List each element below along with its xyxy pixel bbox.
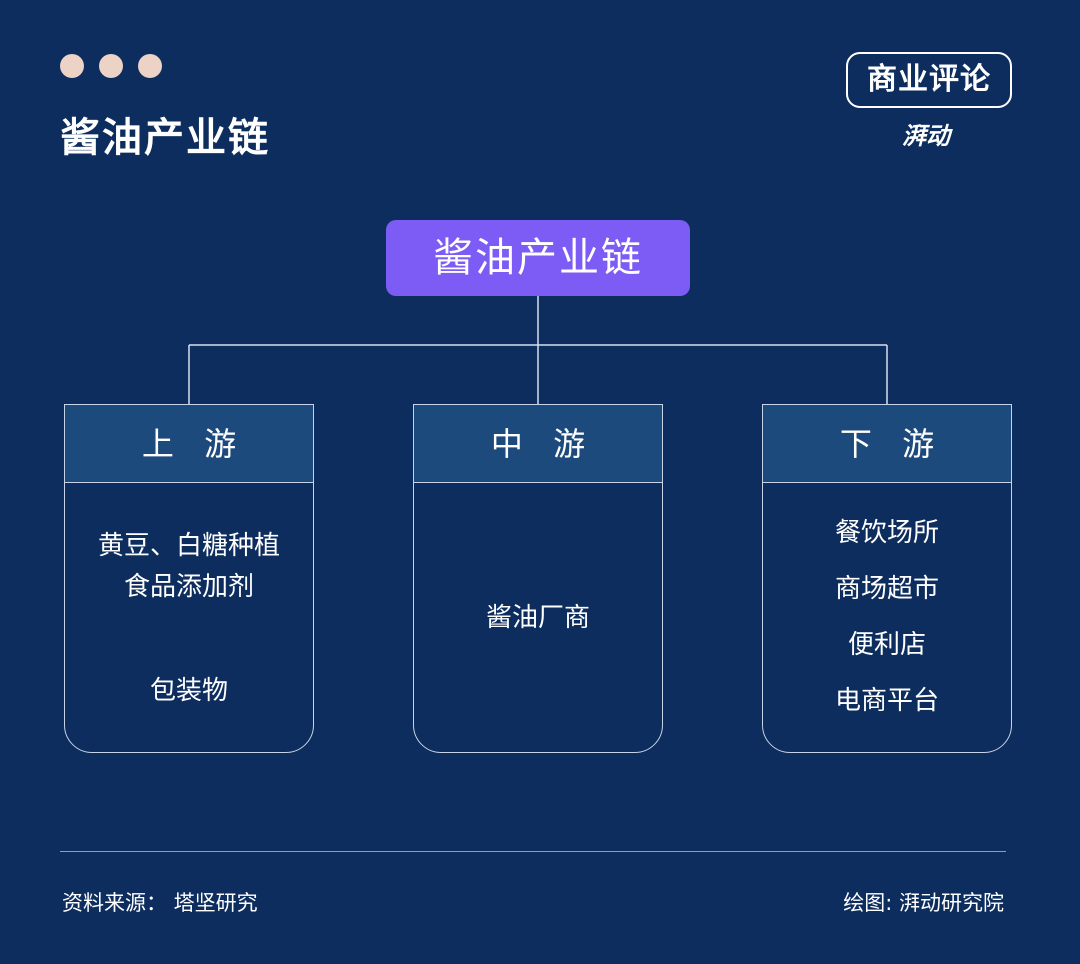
window-dot-1 [60, 54, 84, 78]
footer-divider [60, 851, 1006, 852]
footer-source: 资料来源： 塔坚研究 [62, 891, 258, 915]
downstream-item-3: 便利店 [847, 630, 926, 660]
downstream-item-4: 电商平台 [834, 686, 939, 716]
downstream-item-1: 餐饮场所 [834, 518, 939, 548]
upstream-header: 上 游 [65, 405, 313, 483]
logo-sub-text: 湃动 [902, 122, 950, 150]
brand-logo: 商业评论 湃动 [846, 52, 1012, 152]
footer-credit: 绘图: 湃动研究院 [843, 891, 1004, 915]
midstream-item-1: 酱油厂商 [485, 603, 590, 633]
window-dot-2 [99, 54, 123, 78]
midstream-header: 中 游 [414, 405, 662, 483]
window-dot-3 [138, 54, 162, 78]
logo-main-text: 商业评论 [867, 62, 991, 97]
downstream-item-2: 商场超市 [834, 574, 939, 604]
page-title: 酱油产业链 [60, 115, 270, 161]
upstream-item-1: 黄豆、白糖种植 [97, 531, 280, 561]
downstream-header: 下 游 [763, 405, 1011, 483]
upstream-column: 上 游 黄豆、白糖种植 食品添加剂 包装物 [64, 404, 314, 753]
logo-frame [846, 52, 1012, 108]
upstream-item-2: 食品添加剂 [123, 572, 254, 602]
upstream-item-3: 包装物 [149, 676, 228, 706]
midstream-column: 中 游 酱油厂商 [413, 404, 663, 753]
downstream-column: 下 游 餐饮场所 商场超市 便利店 电商平台 [762, 404, 1012, 753]
root-node: 酱油产业链 [386, 220, 690, 296]
